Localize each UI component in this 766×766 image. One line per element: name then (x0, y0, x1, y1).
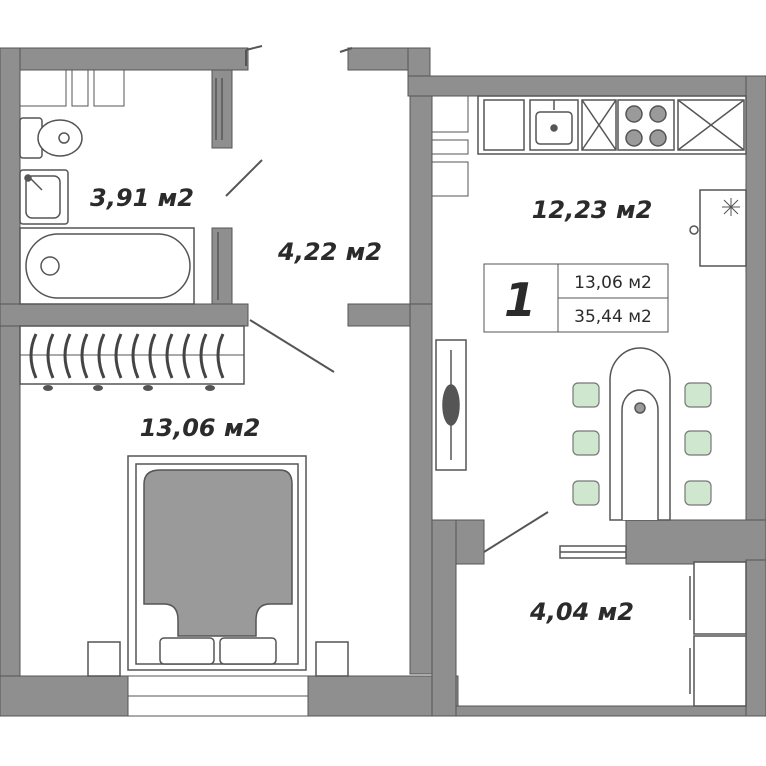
chair-icon (572, 430, 600, 456)
fridge-icon (699, 189, 747, 267)
chair-icon (572, 480, 600, 506)
sink-icon (19, 169, 69, 225)
door-entrance-left (245, 45, 263, 66)
wardrobe (19, 325, 245, 391)
balcony-cabinet-top (693, 561, 747, 635)
balcony-furniture (689, 561, 747, 707)
wall-right (745, 75, 766, 527)
niche-k2 (431, 139, 469, 155)
hallway-fixtures (225, 45, 549, 553)
living-area: 13,06 м2 (574, 273, 652, 293)
bathtub-icon (19, 227, 195, 305)
hanger-icon (131, 333, 140, 379)
door-entrance-right (339, 47, 353, 53)
hanger-icon (46, 333, 55, 379)
pillow-right (219, 637, 277, 665)
wall-bedroom-right (409, 303, 433, 675)
niche-3 (93, 69, 125, 107)
niche-k3 (431, 161, 469, 197)
bedroom-area-label: 13,06 м2 (140, 414, 261, 442)
hallway-area-label: 4,22 м2 (277, 238, 382, 266)
door-kitchen (483, 511, 549, 553)
wall-top-step (407, 47, 431, 77)
chair-icon (572, 382, 600, 408)
windows (127, 675, 309, 717)
balcony-cabinet-bottom (693, 635, 747, 707)
kitchen-fixtures (435, 95, 747, 559)
hanger-icon (216, 333, 225, 379)
wall-balcony-bottom (455, 705, 766, 717)
chair-icon (684, 430, 712, 456)
hanger-icon (29, 333, 38, 379)
wall-balcony-left (431, 519, 457, 717)
door-bedroom (249, 319, 335, 373)
boiler-icon (215, 78, 223, 300)
wall-left (0, 47, 21, 717)
nightstand-right (315, 641, 349, 677)
nightstand-left (87, 641, 121, 677)
hanger-icon (114, 333, 123, 379)
hanger-icon (97, 333, 106, 379)
wall-kitchen-bottom-right (625, 519, 766, 565)
hanger-icon (80, 333, 89, 379)
toilet-icon (19, 117, 83, 159)
wall-balcony-right (745, 559, 766, 717)
hanger-icon (199, 333, 208, 379)
hanger-icon (165, 333, 174, 379)
room-count: 1 (504, 273, 536, 327)
hanger-icon (182, 333, 191, 379)
wall-bottom-left (0, 675, 129, 717)
wall-top-left (0, 47, 249, 71)
chair-icon (684, 480, 712, 506)
wardrobe-foot (205, 385, 215, 391)
bedroom-furniture (87, 455, 349, 677)
balcony-area-label: 4,04 м2 (529, 598, 634, 626)
wall-top-right (407, 75, 766, 97)
hanger-icon (63, 333, 72, 379)
wall-niches (19, 69, 469, 197)
hanger-icon (148, 333, 157, 379)
wardrobe-foot (143, 385, 153, 391)
info-box: 1 13,06 м2 35,44 м2 (483, 263, 669, 333)
dining-table (609, 347, 671, 521)
dining-chairs (572, 382, 712, 506)
wall-bath-bottom (0, 303, 249, 327)
chair-icon (684, 382, 712, 408)
bathroom-fixtures (19, 78, 223, 305)
niche-2 (71, 69, 89, 107)
niche-1 (19, 69, 67, 107)
niche-k1 (431, 95, 469, 133)
walls (0, 47, 766, 717)
kitchen-cabinet (483, 99, 525, 151)
pillow-left (159, 637, 215, 665)
bed-blanket (143, 469, 293, 637)
total-area: 35,44 м2 (574, 307, 652, 327)
wardrobe-hangers (29, 333, 225, 391)
wardrobe-foot (93, 385, 103, 391)
stove-icon (617, 99, 675, 151)
bathroom-area-label: 3,91 м2 (90, 184, 194, 212)
door-bathroom (225, 159, 263, 197)
kitchen-area-label: 12,23 м2 (532, 196, 653, 224)
wardrobe-foot (43, 385, 53, 391)
